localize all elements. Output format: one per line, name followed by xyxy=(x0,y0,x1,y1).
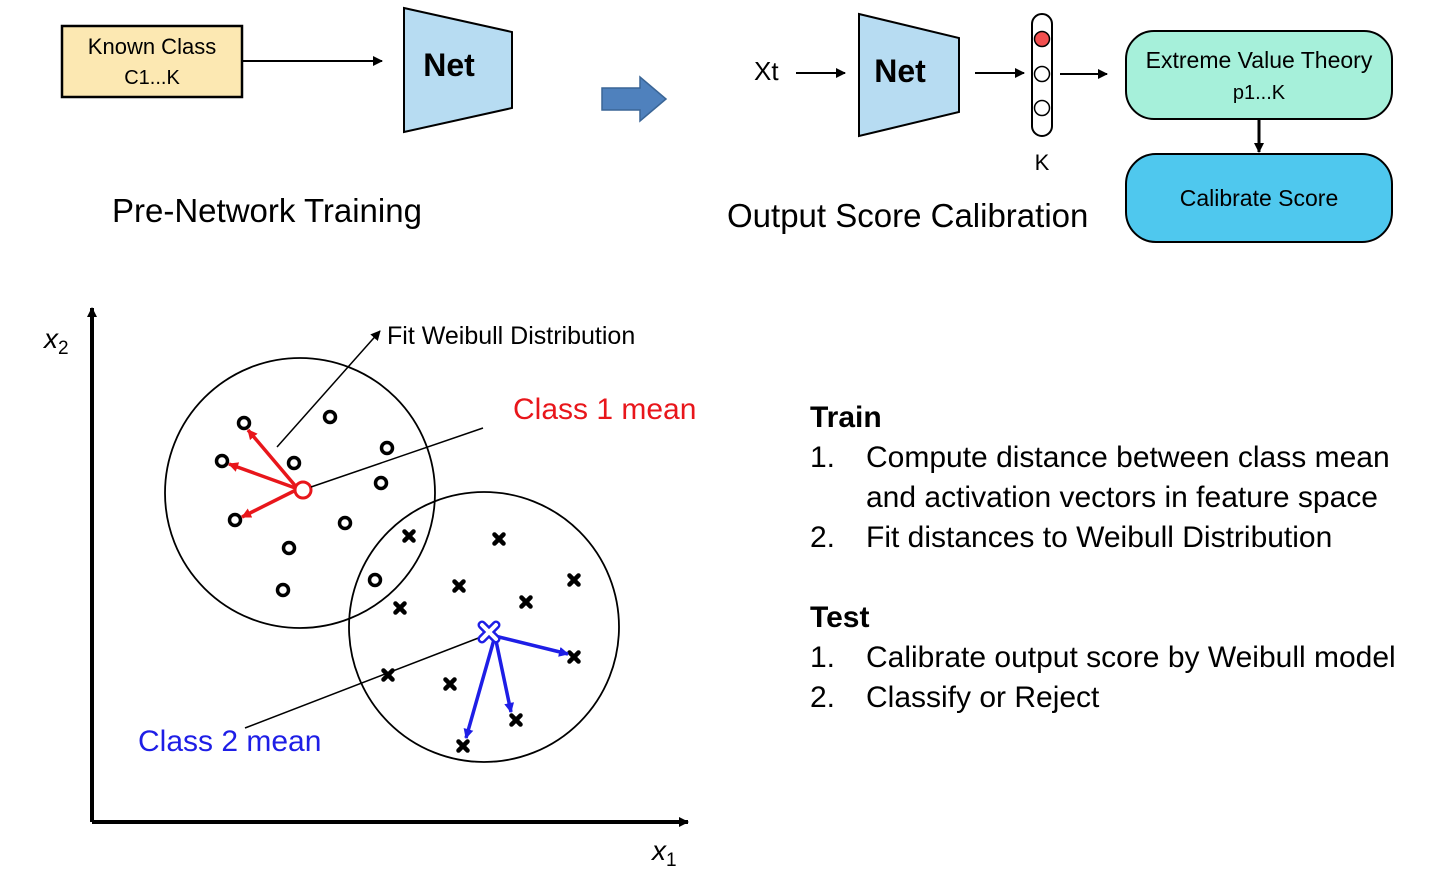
calibrate-box xyxy=(1125,153,1393,243)
test-step: 1. Calibrate output score by Weibull mode… xyxy=(810,638,1410,678)
class2-sample xyxy=(512,716,521,725)
calibrate-label: Calibrate Score xyxy=(1180,185,1339,211)
step-text: Compute distance between class mean and … xyxy=(866,441,1390,514)
class1-samples xyxy=(214,409,395,598)
class1-sample xyxy=(373,475,389,491)
evt-box xyxy=(1125,30,1393,120)
train-step: 2. Fit distances to Weibull Distribution xyxy=(810,518,1410,558)
class1-sample xyxy=(281,540,297,556)
train-steps: 1. Compute distance between class mean an… xyxy=(810,438,1410,558)
class2-distance-arrow xyxy=(463,635,497,739)
class2-sample xyxy=(522,598,531,607)
transition-arrow-icon xyxy=(601,75,668,123)
class2-mean-label: Class 2 mean xyxy=(138,725,321,758)
class1-sample xyxy=(379,440,395,456)
train-step: 1. Compute distance between class mean an… xyxy=(810,438,1410,518)
test-step: 2. Classify or Reject xyxy=(810,678,1410,718)
input-label: Xt xyxy=(754,56,779,86)
class2-mean-leader xyxy=(244,636,482,729)
class1-sample xyxy=(236,415,252,431)
class2-mean-marker xyxy=(477,620,501,644)
net-block-train xyxy=(403,6,513,134)
output-node xyxy=(1033,99,1051,117)
net-label-train: Net xyxy=(423,47,475,83)
class1-sample xyxy=(227,512,243,528)
step-text: Calibrate output score by Weibull model xyxy=(866,641,1396,674)
class2-distance-arrow xyxy=(494,634,569,657)
step-number: 1. xyxy=(810,641,836,674)
class1-distance-arrow xyxy=(241,487,299,519)
net-block-test xyxy=(858,12,960,138)
pre-training-caption: Pre-Network Training xyxy=(112,192,422,229)
calibration-caption: Output Score Calibration xyxy=(727,197,1088,234)
class1-region xyxy=(164,357,436,629)
class2-sample xyxy=(405,532,414,541)
class2-sample xyxy=(495,535,504,544)
fit-weibull-label: Fit Weibull Distribution xyxy=(387,322,635,350)
class2-sample xyxy=(570,576,579,585)
y-axis-label: x2 xyxy=(42,323,69,359)
test-heading: Test xyxy=(810,601,870,634)
class1-sample xyxy=(322,409,338,425)
class1-sample xyxy=(275,582,291,598)
step-text: Fit distances to Weibull Distribution xyxy=(866,521,1333,554)
net-label-test: Net xyxy=(874,53,926,89)
step-number: 1. xyxy=(810,441,836,474)
class2-sample xyxy=(446,680,455,689)
train-heading: Train xyxy=(810,401,882,434)
step-number: 2. xyxy=(810,681,836,714)
class1-sample xyxy=(367,572,383,588)
class1-sample xyxy=(337,515,353,531)
known-class-box xyxy=(60,24,244,99)
class2-sample xyxy=(570,653,579,662)
test-steps: 1. Calibrate output score by Weibull mode… xyxy=(810,638,1410,718)
class1-sample xyxy=(286,455,302,471)
class2-distance-arrow xyxy=(493,635,515,713)
fit-weibull-arrow xyxy=(276,330,381,448)
known-class-label: Known Class xyxy=(88,34,216,59)
class2-sample xyxy=(396,604,405,613)
evt-range: p1...K xyxy=(1233,82,1286,104)
class1-distance-arrow xyxy=(246,428,300,491)
step-number: 2. xyxy=(810,521,836,554)
x-axis-label: x1 xyxy=(650,835,677,871)
class2-sample xyxy=(459,742,468,751)
class2-region xyxy=(348,491,620,763)
output-node xyxy=(1033,65,1051,83)
class1-mean-leader xyxy=(310,427,484,488)
class1-mean-marker xyxy=(293,480,313,500)
step-text: Classify or Reject xyxy=(866,681,1100,714)
procedure-notes: Train 1. Compute distance between class m… xyxy=(810,398,1410,718)
output-vector-label: K xyxy=(1035,150,1050,175)
class1-sample xyxy=(214,453,230,469)
class1-mean-label: Class 1 mean xyxy=(513,393,696,426)
output-node-active xyxy=(1033,30,1051,48)
class2-sample xyxy=(455,582,464,591)
known-class-range: C1...K xyxy=(124,67,180,89)
class1-distance-arrow xyxy=(228,462,299,491)
evt-label: Extreme Value Theory xyxy=(1146,47,1373,73)
